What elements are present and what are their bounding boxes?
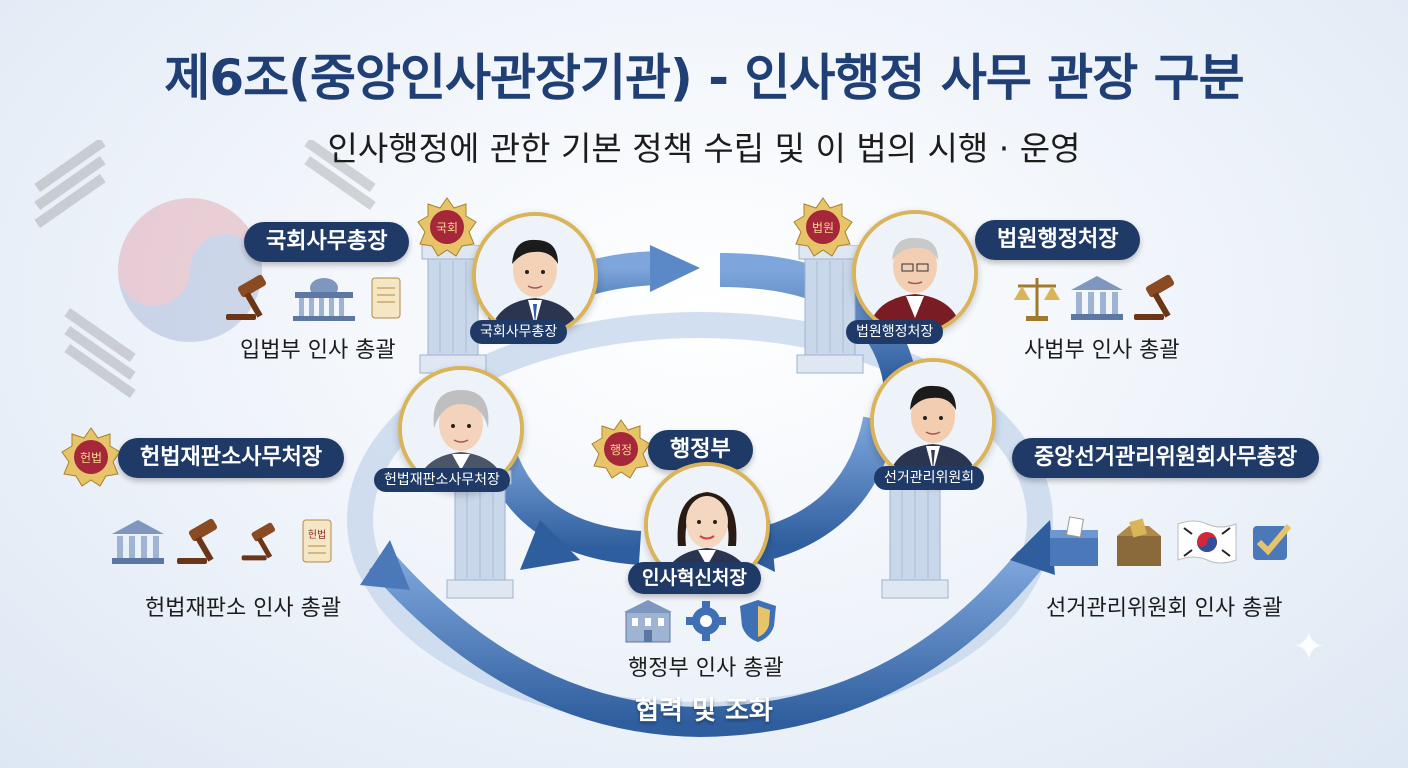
background-flag-icon <box>34 140 376 399</box>
label-constitutional-court: 헌법재판소사무처장 <box>118 438 345 478</box>
label-national-assembly: 국회사무총장 <box>244 222 410 262</box>
icons-executive <box>620 598 780 648</box>
portrait-court <box>852 210 978 336</box>
caption-executive: 인사혁신처장 <box>628 562 761 594</box>
ballot-box-icon <box>1050 516 1098 566</box>
label-election: 중앙선거관리위원회사무총장 <box>1012 438 1320 478</box>
shield-icon <box>740 600 777 642</box>
courthouse-icon <box>112 520 164 564</box>
seal-text: 국회 <box>436 221 458 235</box>
desc-constitutional-court: 헌법재판소 인사 총괄 <box>145 596 342 621</box>
icons-court <box>1012 274 1192 326</box>
desc-executive: 행정부 인사 총괄 <box>628 656 784 681</box>
gavel-icon <box>1134 274 1175 320</box>
korea-flag-icon <box>1177 520 1237 564</box>
caption-constitutional-court: 헌법재판소사무처장 <box>374 468 510 492</box>
desc-national-assembly: 입법부 인사 총괄 <box>240 338 396 363</box>
cycle-label: 협력 및 조화 <box>635 696 773 726</box>
seal-constitutional-court-icon: 헌법 <box>61 427 121 487</box>
caption-court: 법원행정처장 <box>846 320 944 344</box>
seal-text: 법원 <box>812 221 834 235</box>
icons-election <box>1044 516 1295 572</box>
seal-text: 행정 <box>610 442 632 457</box>
caption-national-assembly: 국회사무총장 <box>470 320 568 344</box>
document-text: 헌법 <box>308 529 326 541</box>
caption-election: 선거관리위원회 <box>874 466 985 490</box>
pillar-court <box>796 245 864 374</box>
page-title: 제6조(중앙인사관장기관) - 인사행정 사무 관장 구분 <box>164 49 1244 107</box>
gavel-icon <box>241 522 276 561</box>
checkbox-icon <box>1253 524 1292 560</box>
desc-election: 선거관리위원회 인사 총괄 <box>1046 596 1283 621</box>
gavel-icon <box>177 518 218 564</box>
scroll-icon <box>371 277 401 319</box>
gavel-icon <box>226 274 267 320</box>
seal-national-assembly-icon: 국회 <box>417 197 477 257</box>
svg-text:✦: ✦ <box>1292 624 1326 670</box>
icons-national-assembly <box>224 274 408 326</box>
portrait-election <box>870 358 996 484</box>
government-building-icon <box>624 600 672 643</box>
page-subtitle: 인사행정에 관한 기본 정책 수립 및 이 법의 시행 · 운영 <box>327 129 1081 168</box>
seal-court-icon: 법원 <box>793 197 853 257</box>
seal-executive-icon: 행정 <box>591 419 651 479</box>
scales-icon <box>1014 278 1060 321</box>
document-icon: 헌법 <box>302 519 332 563</box>
icons-constitutional-court: 헌법 <box>106 518 339 570</box>
desc-court: 사법부 인사 총괄 <box>1024 338 1180 363</box>
gear-icon <box>686 601 727 641</box>
label-court: 법원행정처장 <box>975 220 1141 260</box>
assembly-building-icon <box>293 278 356 321</box>
courthouse-icon <box>1071 276 1124 320</box>
seal-text: 헌법 <box>80 451 102 465</box>
vote-box-icon <box>1117 518 1162 566</box>
